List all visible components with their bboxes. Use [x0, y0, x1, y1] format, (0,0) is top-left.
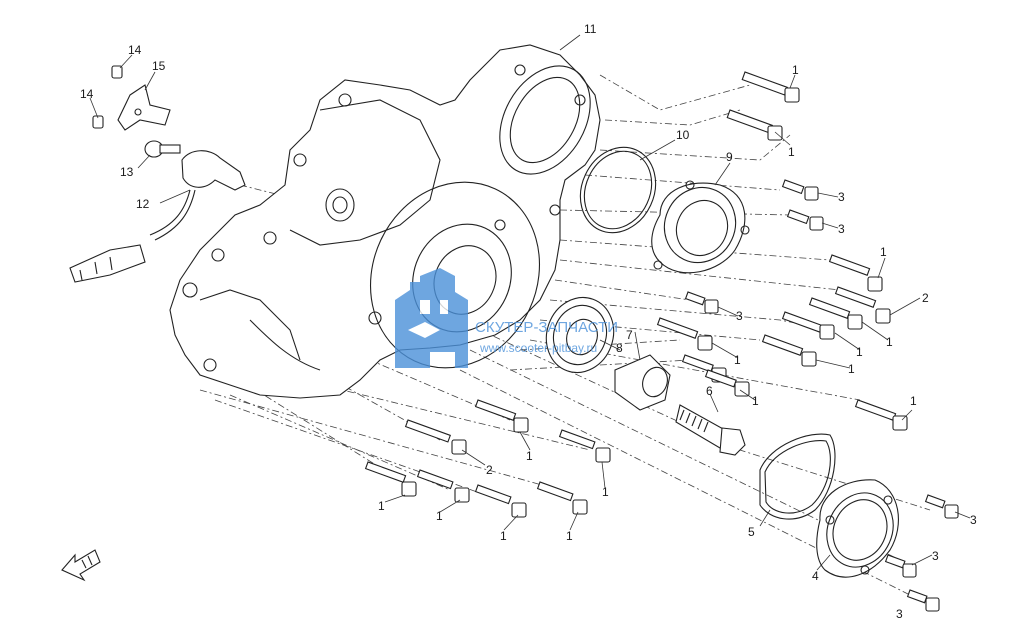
callout-4: 4	[812, 569, 819, 583]
bolt-3a	[781, 179, 819, 201]
bolt-1b	[726, 109, 783, 141]
callout-11: 11	[584, 22, 597, 36]
callout-3: 3	[838, 190, 845, 204]
callout-labels: 11 1 1 10 9 3 3 1 2 3 1 1 1 1 1 1 6 7 8 …	[80, 22, 977, 621]
bolt-1l	[558, 429, 611, 463]
bolt-1a	[741, 71, 800, 103]
watermark-title: СКУТЕР-ЗАПЧАСТИ	[475, 319, 618, 336]
callout-10: 10	[676, 128, 690, 142]
bolt-1m	[364, 461, 417, 497]
callout-1: 1	[378, 499, 385, 513]
bolt-1e	[808, 297, 863, 330]
callout-1: 1	[788, 145, 795, 159]
callout-14: 14	[80, 87, 94, 101]
callout-1: 1	[566, 529, 573, 543]
callout-12: 12	[136, 197, 150, 211]
bolt-1o	[474, 484, 527, 518]
gasket-and-cover-lower	[759, 433, 899, 578]
callout-8: 8	[616, 341, 623, 355]
callout-1: 1	[848, 362, 855, 376]
bolt-2a	[834, 286, 891, 324]
callout-15: 15	[152, 59, 166, 73]
callout-7: 7	[626, 328, 633, 342]
front-direction-arrow-icon	[61, 549, 101, 582]
bolt-3e	[884, 554, 917, 578]
bolt-1n	[416, 469, 470, 503]
bearing-collar-bolt	[545, 297, 746, 456]
bolt-1f	[761, 334, 817, 367]
sensor-assembly	[69, 65, 246, 283]
callout-2: 2	[486, 463, 493, 477]
callout-1: 1	[886, 335, 893, 349]
callout-1: 1	[734, 353, 741, 367]
callout-1: 1	[910, 394, 917, 408]
bolt-3f	[906, 589, 940, 612]
gasket-and-cover-upper	[579, 146, 750, 274]
watermark-url: www.scooter-pitbay.ru	[479, 341, 597, 355]
bolt-1p	[536, 481, 588, 515]
bolt-1i	[704, 369, 750, 397]
callout-5: 5	[748, 525, 755, 539]
bolt-1j	[854, 399, 908, 431]
callout-1: 1	[792, 63, 799, 77]
callout-6: 6	[706, 384, 713, 398]
callout-1: 1	[436, 509, 443, 523]
callout-1: 1	[880, 245, 887, 259]
bolt-3b	[786, 209, 824, 231]
leader-lines	[89, 34, 971, 571]
bolts	[364, 71, 959, 612]
callout-1: 1	[602, 485, 609, 499]
callout-3: 3	[932, 549, 939, 563]
watermark: СКУТЕР-ЗАПЧАСТИ www.scooter-pitbay.ru	[395, 268, 618, 368]
callout-14: 14	[128, 43, 142, 57]
bolt-2b	[404, 419, 467, 455]
callout-3: 3	[896, 607, 903, 621]
bolt-1d	[781, 311, 835, 340]
bolt-3c	[684, 291, 719, 314]
bolt-1k	[474, 399, 529, 433]
bolt-1g	[656, 317, 713, 351]
callout-1: 1	[752, 394, 759, 408]
bolt-3d	[924, 494, 959, 519]
callout-1: 1	[856, 345, 863, 359]
bolt-1c	[828, 254, 883, 292]
callout-9: 9	[726, 150, 733, 164]
callout-3: 3	[736, 309, 743, 323]
callout-3: 3	[970, 513, 977, 527]
callout-2: 2	[922, 291, 929, 305]
callout-13: 13	[120, 165, 134, 179]
callout-1: 1	[526, 449, 533, 463]
callout-3: 3	[838, 222, 845, 236]
callout-1: 1	[500, 529, 507, 543]
